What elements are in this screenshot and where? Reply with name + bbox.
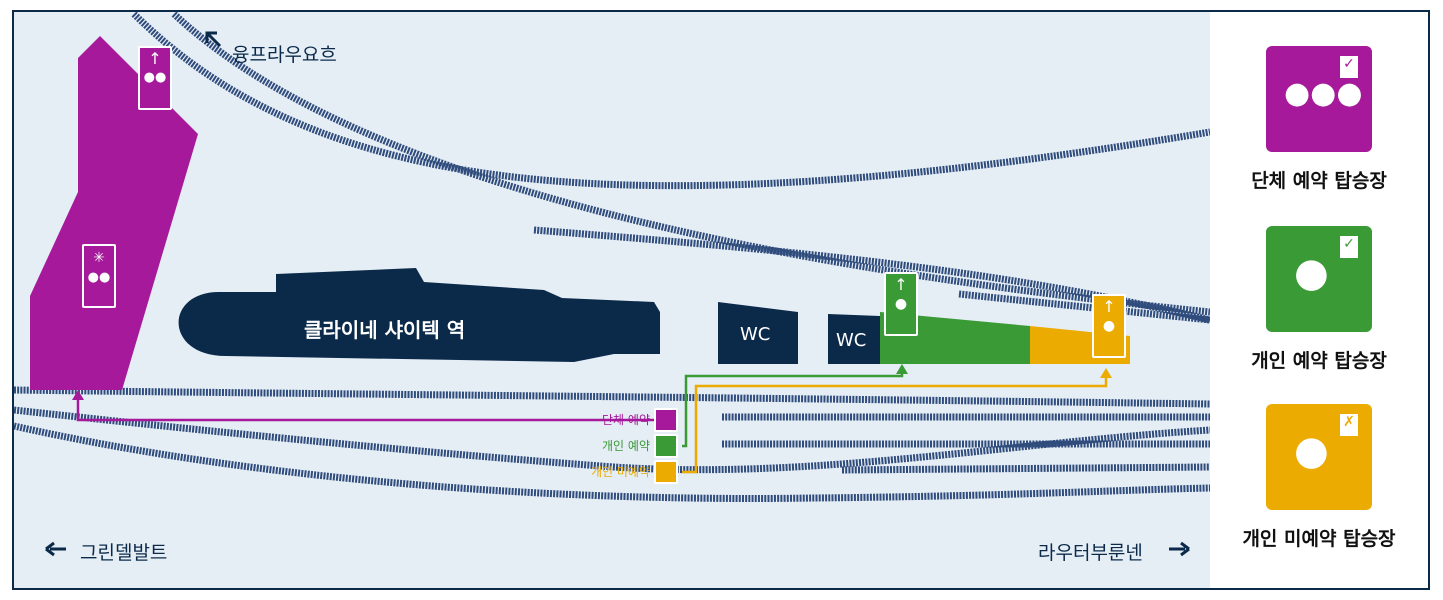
track-side-3 bbox=[841, 463, 1210, 474]
direction-lauterbrunnen: 라우터부룬넨 bbox=[1038, 542, 1143, 564]
track-bottom bbox=[14, 422, 1210, 502]
group-platform bbox=[30, 36, 198, 390]
track-curve-top bbox=[131, 12, 1210, 190]
legend-unreserved-box: ● ✗ bbox=[1266, 404, 1372, 510]
unreserved-route-label: 개인 미예약 bbox=[590, 465, 650, 479]
arrow-up-icon: ↑ bbox=[894, 275, 908, 294]
meeting-point-sign: ✳ ●● bbox=[82, 244, 116, 308]
individual-route-arrow bbox=[896, 364, 908, 374]
arrow-up-left-icon bbox=[205, 31, 222, 48]
track-side-4 bbox=[958, 290, 1210, 324]
map-drawing bbox=[14, 12, 1210, 557]
group-route bbox=[76, 394, 672, 422]
track-main-2 bbox=[14, 406, 1210, 474]
individual-route-icon bbox=[654, 434, 678, 458]
group-sign-top: ↑ ●● bbox=[138, 46, 172, 110]
legend: ●●● ✓ 단체 예약 탑승장 ● ✓ 개인 예약 탑승장 ● ✗ 개인 미예약… bbox=[1210, 12, 1428, 588]
legend-group-caption: 단체 예약 탑승장 bbox=[1251, 170, 1387, 192]
group-route-label: 단체 예약 bbox=[602, 413, 650, 427]
track-upper-mid bbox=[533, 226, 1210, 324]
wc2-box bbox=[828, 314, 880, 364]
track-main-1 bbox=[14, 386, 1210, 408]
legend-individual-box: ● ✓ bbox=[1266, 226, 1372, 332]
legend-individual-caption: 개인 예약 탑승장 bbox=[1251, 350, 1387, 372]
legend-group: ●●● ✓ 단체 예약 탑승장 bbox=[1210, 46, 1428, 193]
group-route-icon bbox=[654, 408, 678, 432]
cross-icon: ✗ bbox=[1340, 414, 1358, 436]
person-icon: ● bbox=[1102, 318, 1116, 334]
individual-sign: ↑ ● bbox=[884, 272, 918, 336]
map-frame: ↑ ●● ✳ ●● ↑ ● ↑ ● 단체 예약 개인 예약 개인 미예약 클라이… bbox=[12, 10, 1430, 590]
legend-unreserved-caption: 개인 미예약 탑승장 bbox=[1242, 528, 1396, 550]
unreserved-route bbox=[682, 374, 1108, 474]
person-icon: ● bbox=[1294, 428, 1329, 474]
individual-route bbox=[682, 370, 904, 448]
station-name: 클라이네 샤이텍 역 bbox=[304, 318, 466, 342]
legend-unreserved: ● ✗ 개인 미예약 탑승장 bbox=[1210, 404, 1428, 551]
check-icon: ✓ bbox=[1340, 236, 1358, 258]
wc1-box bbox=[718, 302, 798, 364]
arrow-right-icon bbox=[1169, 541, 1190, 557]
direction-grindelwald: 그린델발트 bbox=[80, 542, 168, 564]
group-route-arrow bbox=[72, 390, 84, 400]
wc2-label: WC bbox=[836, 330, 867, 351]
railway-tracks bbox=[14, 12, 1210, 502]
arrow-up-icon: ↑ bbox=[148, 49, 162, 68]
station-building bbox=[178, 268, 661, 362]
person-icon: ● bbox=[1294, 250, 1329, 296]
check-icon: ✓ bbox=[1340, 56, 1358, 78]
direction-jungfraujoch: 융프라우요흐 bbox=[232, 44, 337, 66]
unreserved-route-arrow bbox=[1100, 368, 1112, 378]
legend-group-box: ●●● ✓ bbox=[1266, 46, 1372, 152]
group-icon: ●●● bbox=[1284, 76, 1363, 111]
meeting-point-icon: ✳ bbox=[93, 250, 105, 266]
arrow-left-icon bbox=[45, 541, 66, 557]
legend-individual: ● ✓ 개인 예약 탑승장 bbox=[1210, 226, 1428, 373]
unreserved-sign: ↑ ● bbox=[1092, 294, 1126, 358]
unreserved-route-icon bbox=[654, 460, 678, 484]
group-icon: ●● bbox=[143, 70, 167, 85]
station-map: ↑ ●● ✳ ●● ↑ ● ↑ ● 단체 예약 개인 예약 개인 미예약 클라이… bbox=[14, 12, 1210, 588]
arrow-up-icon: ↑ bbox=[1102, 297, 1116, 316]
track-curve-upper bbox=[171, 12, 1210, 316]
individual-route-label: 개인 예약 bbox=[602, 439, 650, 453]
person-icon: ● bbox=[894, 296, 908, 312]
wc1-label: WC bbox=[740, 324, 771, 345]
group-icon: ●● bbox=[87, 270, 111, 285]
